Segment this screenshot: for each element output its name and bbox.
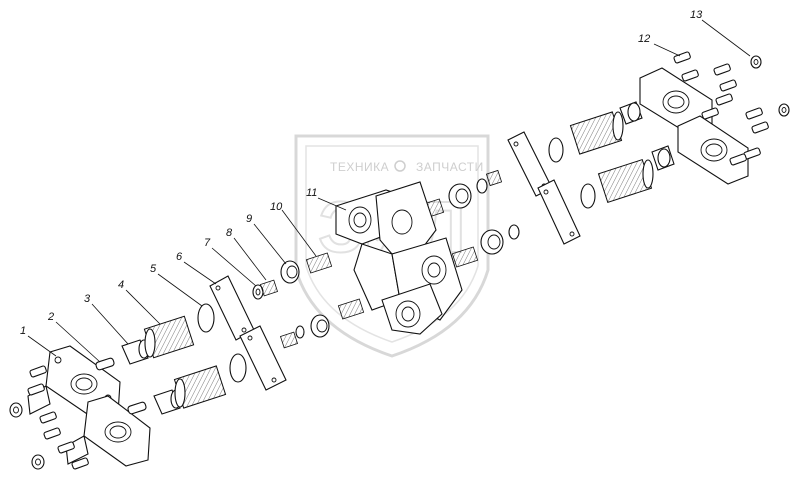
callout-4: 4 [118,279,124,291]
flange-right-lower [677,115,749,185]
callout-12: 12 [638,33,650,45]
callout-7: 7 [204,237,211,249]
part-13-washers [750,55,790,117]
callout-8: 8 [226,227,233,239]
part-1-bolts [27,365,89,470]
watermark-text-left: ТЕХНИКА [330,160,389,174]
callout-13: 13 [690,9,703,21]
disc-right [548,137,596,209]
callout-3: 3 [84,293,91,305]
part-1-washers [9,402,45,470]
part-9-seat [280,260,330,338]
callouts: 1 2 3 4 5 6 7 8 9 10 11 12 13 [20,9,703,337]
seat-right [448,169,520,255]
callout-1: 1 [20,325,26,337]
callout-9: 9 [246,213,252,225]
gasket-right [507,131,581,245]
part-5-disc [197,303,247,383]
callout-5: 5 [150,263,157,275]
leader-lines [27,19,751,363]
part-4-spring [143,315,227,409]
cup-right [619,101,675,171]
gear-icon [394,160,406,172]
part-12-bolts [673,51,769,166]
callout-10: 10 [270,201,283,213]
callout-11: 11 [306,187,317,199]
callout-6: 6 [176,251,183,263]
spring-right [569,111,654,204]
callout-2: 2 [47,311,54,323]
part-2-pin [95,357,147,415]
watermark-text-right: ЗАПЧАСТИ [416,160,484,174]
part-6-gasket [209,275,287,391]
part-11-valve-body [335,181,463,335]
part-8-small-spring [259,279,305,349]
